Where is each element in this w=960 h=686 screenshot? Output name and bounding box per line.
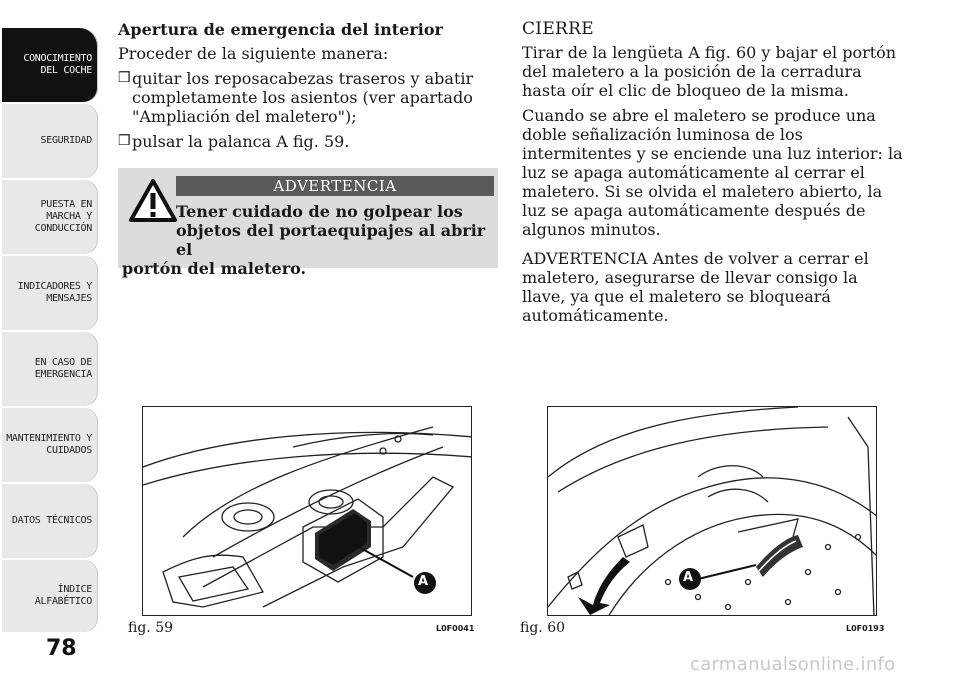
tab-seguridad[interactable]: SEGURIDAD — [2, 104, 98, 178]
figure-caption: fig. 60 — [520, 620, 566, 636]
tab-label: MANTENIMIENTO Y CUIDADOS — [6, 433, 92, 456]
page-number: 78 — [46, 636, 77, 661]
warning-triangle-icon — [129, 179, 177, 222]
paragraph: Cuando se abre el maletero se produce un… — [522, 106, 903, 239]
tab-label: PUESTA EN MARCHA Y CONDUCCIÓN — [34, 199, 93, 234]
left-column: Apertura de emergencia del interior Proc… — [118, 20, 500, 157]
warning-line: Tener cuidado de no golpear los — [176, 202, 463, 221]
figure-code: L0F0041 — [436, 624, 475, 633]
warning-title: ADVERTENCIA — [176, 176, 494, 196]
trunk-closing-illustration — [548, 407, 876, 615]
figure-code: L0F0193 — [846, 624, 885, 633]
section-heading: Apertura de emergencia del interior — [118, 20, 443, 39]
tab-label: CONOCIMIENTO DEL COCHE — [23, 53, 92, 76]
tab-label: ÍNDICE ALFABÉTICO — [34, 584, 93, 607]
tab-conocimiento-del-coche[interactable]: CONOCIMIENTO DEL COCHE — [2, 28, 98, 102]
tab-label: SEGURIDAD — [40, 135, 93, 146]
figure-60-illustration: A — [547, 406, 877, 616]
tab-label: EN CASO DE EMERGENCIA — [34, 357, 93, 380]
checkbox-bullet-icon: ❒ — [118, 70, 131, 86]
warning-box: ADVERTENCIA Tener cuidado de no golpear … — [118, 168, 498, 278]
list-item: ❒ pulsar la palanca A fig. 59. — [118, 132, 500, 151]
callout-label-a: A — [683, 570, 694, 585]
figure-caption: fig. 59 — [128, 620, 174, 636]
checkbox-bullet-icon: ❒ — [118, 133, 131, 149]
tab-puesta-en-marcha[interactable]: PUESTA EN MARCHA Y CONDUCCIÓN — [2, 180, 98, 254]
tab-datos-tecnicos[interactable]: DATOS TÉCNICOS — [2, 484, 98, 558]
warning-text: Tener cuidado de no golpear los objetos … — [122, 202, 494, 278]
callout-label-a: A — [418, 574, 429, 589]
paragraph: Tirar de la lengüeta A fig. 60 y bajar e… — [522, 43, 897, 100]
tab-emergencia[interactable]: EN CASO DE EMERGENCIA — [2, 332, 98, 406]
intro-text: Proceder de la siguiente manera: — [118, 44, 389, 63]
watermark: carmanualsonline.info — [690, 654, 896, 675]
warning-line: objetos del portaequipajes al abrir el — [176, 221, 486, 259]
bullet-text: pulsar la palanca A fig. 59. — [132, 132, 350, 151]
tab-label: DATOS TÉCNICOS — [11, 515, 92, 526]
bullet-text: quitar los reposacabezas traseros y abat… — [132, 69, 474, 126]
tab-indicadores[interactable]: INDICADORES Y MENSAJES — [2, 256, 98, 330]
figure-59-illustration: A — [142, 406, 472, 616]
chapter-sidebar: CONOCIMIENTO DEL COCHE SEGURIDAD PUESTA … — [0, 0, 100, 686]
paragraph: ADVERTENCIA Antes de volver a cerrar el … — [522, 249, 869, 325]
section-heading: CIERRE — [522, 19, 594, 39]
list-item: ❒ quitar los reposacabezas traseros y ab… — [118, 69, 500, 126]
tab-mantenimiento[interactable]: MANTENIMIENTO Y CUIDADOS — [2, 408, 98, 482]
tab-indice[interactable]: ÍNDICE ALFABÉTICO — [2, 560, 98, 632]
right-column: CIERRE Tirar de la lengüeta A fig. 60 y … — [522, 20, 906, 331]
warning-line: portón del maletero. — [122, 259, 307, 278]
trunk-lock-illustration — [143, 426, 471, 608]
tab-label: INDICADORES Y MENSAJES — [17, 281, 93, 304]
